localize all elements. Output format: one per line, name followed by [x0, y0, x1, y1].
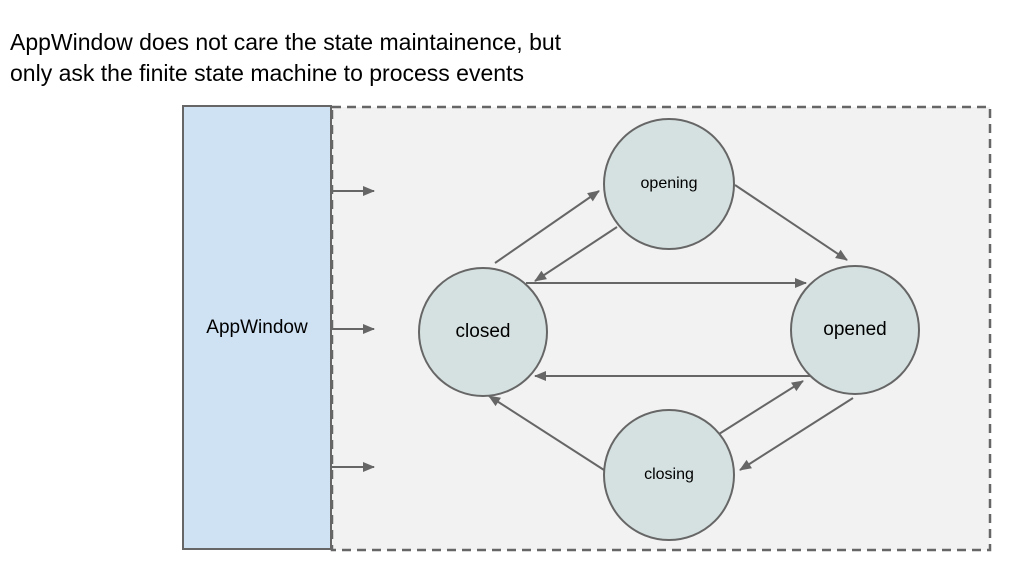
appwindow-box: AppWindow — [182, 105, 332, 550]
appwindow-label: AppWindow — [206, 316, 308, 338]
edge-opening-closed — [534, 226, 618, 282]
state-closing-label: closing — [644, 466, 694, 483]
state-opened: opened — [790, 265, 920, 395]
title-line-1: AppWindow does not care the state mainta… — [10, 29, 562, 55]
state-opened-label: opened — [823, 319, 887, 340]
slide-title: AppWindow does not care the state mainta… — [10, 27, 561, 89]
state-closed: closed — [418, 267, 548, 397]
state-opening: opening — [603, 118, 735, 250]
edge-closed-opening — [494, 190, 600, 264]
edge-opening-opened — [734, 184, 848, 261]
edge-opened-closing — [739, 397, 854, 471]
state-closed-label: closed — [455, 321, 511, 342]
state-opening-label: opening — [640, 175, 698, 192]
edge-closing-opened — [718, 380, 804, 435]
title-line-2: only ask the finite state machine to pro… — [10, 60, 524, 86]
edge-closing-closed — [488, 395, 605, 471]
state-closing: closing — [603, 409, 735, 541]
